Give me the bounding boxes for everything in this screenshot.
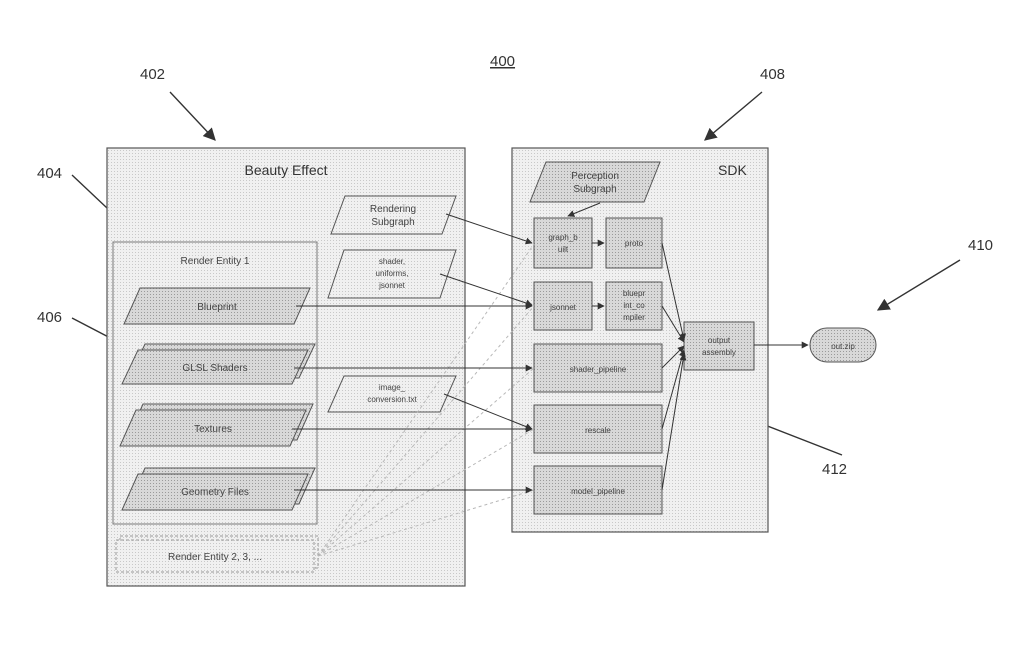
graph-build-line-1: graph_b xyxy=(548,233,578,242)
shader-uniforms-line-2: uniforms, xyxy=(376,269,409,278)
ref-404: 404 xyxy=(37,165,62,182)
ref-406: 406 xyxy=(37,309,62,326)
shader-uniforms-line-1: shader, xyxy=(379,257,405,266)
arrow-rescale-to-output-assembly xyxy=(661,349,686,430)
ref-412: 412 xyxy=(822,461,847,478)
graph-build-node: graph_b uilt xyxy=(533,217,593,269)
leader-402 xyxy=(169,91,216,141)
arrow-model-pipeline-to-output-assembly xyxy=(661,353,687,491)
arrow-rendering-subgraph-to-graph-build xyxy=(445,213,533,245)
jsonnet-label: jsonnet xyxy=(549,303,577,312)
rendering-subgraph-node: Rendering Subgraph xyxy=(330,195,457,235)
blueprint-compiler-line-3: mpiler xyxy=(623,313,645,322)
perception-subgraph-line-1: Perception xyxy=(571,171,619,182)
ref-408: 408 xyxy=(760,66,785,83)
dashed-link-jsonnet xyxy=(317,305,535,557)
rescale-label: rescale xyxy=(585,426,611,435)
glsl-shaders-label: GLSL Shaders xyxy=(182,363,247,374)
shader-pipeline-node: shader_pipeline xyxy=(533,343,663,393)
arrow-perception-to-graph-build xyxy=(567,202,601,217)
blueprint-node: Blueprint xyxy=(123,287,311,325)
ref-402: 402 xyxy=(140,66,165,83)
glsl-shaders-node: GLSL Shaders xyxy=(121,343,316,385)
sdk-title: SDK xyxy=(718,162,747,178)
render-entity-1-title: Render Entity 1 xyxy=(181,256,250,267)
dashed-link-model-pipeline xyxy=(317,489,535,557)
perception-subgraph-line-2: Subgraph xyxy=(573,184,616,195)
blueprint-compiler-line-2: int_co xyxy=(623,301,645,310)
jsonnet-node: jsonnet xyxy=(533,281,593,331)
proto-node: proto xyxy=(605,217,663,269)
ref-400: 400 xyxy=(490,53,515,70)
arrow-proto-to-output-assembly xyxy=(661,242,687,341)
out-zip-label: out.zip xyxy=(831,342,855,351)
leader-410 xyxy=(876,259,961,311)
leader-408 xyxy=(704,91,763,141)
model-pipeline-node: model_pipeline xyxy=(533,465,663,515)
shader-uniforms-jsonnet-node: shader, uniforms, jsonnet xyxy=(327,249,457,299)
geometry-files-node: Geometry Files xyxy=(121,467,316,511)
rendering-subgraph-line-2: Subgraph xyxy=(371,217,414,228)
image-conversion-line-1: image_ xyxy=(379,383,406,392)
blueprint-label: Blueprint xyxy=(197,302,237,313)
arrow-shader-uniforms-to-jsonnet xyxy=(439,273,533,307)
beauty-effect-title: Beauty Effect xyxy=(244,162,327,178)
textures-label: Textures xyxy=(194,424,232,435)
render-entity-dashed-links xyxy=(317,243,535,557)
rendering-subgraph-line-1: Rendering xyxy=(370,204,416,215)
rescale-node: rescale xyxy=(533,404,663,454)
proto-label: proto xyxy=(625,239,644,248)
render-entity-more-label: Render Entity 2, 3, ... xyxy=(168,552,262,563)
textures-node: Textures xyxy=(119,403,314,447)
shader-uniforms-line-3: jsonnet xyxy=(378,281,406,290)
blueprint-compiler-node: bluepr int_co mpiler xyxy=(605,281,663,331)
geometry-files-label: Geometry Files xyxy=(181,487,249,498)
blueprint-compiler-line-1: bluepr xyxy=(623,289,646,298)
arrow-compiler-to-output-assembly xyxy=(661,305,685,343)
image-conversion-node: image_ conversion.txt xyxy=(327,375,457,413)
out-zip-node: out.zip xyxy=(809,327,877,363)
image-conversion-line-2: conversion.txt xyxy=(367,395,417,404)
flow-arrows xyxy=(292,202,809,494)
model-pipeline-label: model_pipeline xyxy=(571,487,625,496)
shader-pipeline-label: shader_pipeline xyxy=(570,365,627,374)
ref-410: 410 xyxy=(968,237,993,254)
graph-build-line-2: uilt xyxy=(558,245,569,254)
output-assembly-node: output assembly xyxy=(683,321,755,371)
perception-subgraph-node: Perception Subgraph xyxy=(529,161,661,203)
output-assembly-line-1: output xyxy=(708,336,731,345)
arrow-image-conversion-to-rescale xyxy=(443,393,533,430)
output-assembly-line-2: assembly xyxy=(702,348,736,357)
render-entity-more: Render Entity 2, 3, ... xyxy=(115,535,319,573)
